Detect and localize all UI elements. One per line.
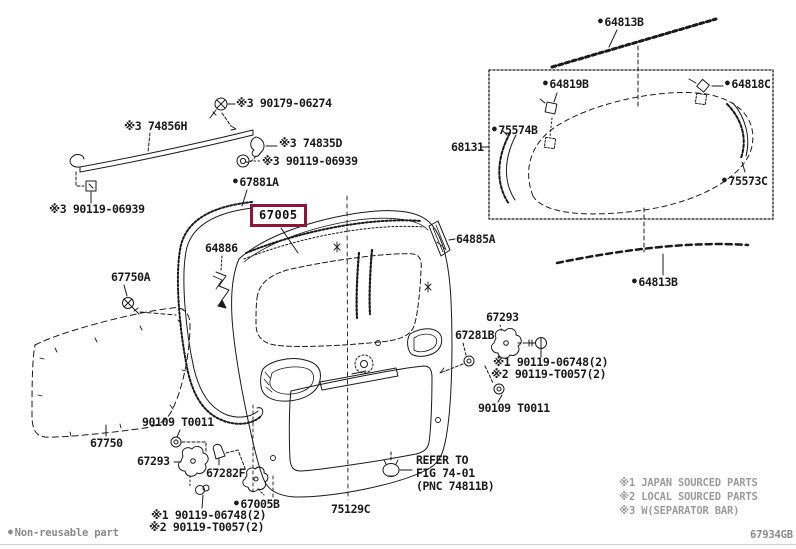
- label-64818c[interactable]: ● 64818C: [725, 77, 771, 91]
- refer-clip: [382, 451, 413, 477]
- label-64819b[interactable]: ● 64819B: [543, 77, 589, 91]
- diagram-code: 67934GB: [750, 529, 793, 541]
- label-90109-t0011-left[interactable]: 90109 T0011: [142, 415, 214, 429]
- label-68131[interactable]: 68131: [451, 140, 484, 154]
- back-door-glass-67750: [31, 284, 191, 438]
- label-75573c[interactable]: ● 75573C: [722, 174, 768, 188]
- label-90109-t0011-right[interactable]: 90109 T0011: [478, 401, 550, 415]
- legend-japan-sourced: ※1 JAPAN SOURCED PARTS: [619, 477, 758, 489]
- rear-window-assembly: [428, 17, 774, 276]
- non-reusable-dot: ●: [233, 176, 238, 185]
- label-64813b-bottom[interactable]: ● 64813B: [632, 275, 678, 289]
- label-note1-left: ※1 90119-06748(2): [151, 508, 267, 522]
- footer-divider: [0, 544, 796, 545]
- tailgate-panel: [231, 195, 453, 501]
- refer-note: REFER TO FIG 74-01 (PNC 74811B): [416, 453, 495, 493]
- non-reusable-dot: ●: [632, 276, 637, 285]
- non-reusable-dot: ●: [492, 124, 497, 133]
- label-67750[interactable]: 67750: [90, 436, 123, 450]
- label-67293-left[interactable]: 67293: [137, 454, 170, 468]
- hinge-cluster-left: [170, 429, 269, 509]
- label-64886[interactable]: 64886: [205, 241, 238, 255]
- non-reusable-dot: ●: [234, 498, 239, 507]
- legend-separator-bar: ※3 W(SEPARATOR BAR): [619, 505, 740, 517]
- label-67282f[interactable]: 67282F: [206, 466, 246, 480]
- non-reusable-dot: ●: [725, 78, 730, 87]
- selected-part-67005[interactable]: 67005: [250, 204, 307, 227]
- wiper-arm-assembly: [69, 97, 278, 204]
- label-64813b-top[interactable]: ● 64813B: [598, 15, 644, 29]
- label-67881a[interactable]: ● 67881A: [233, 175, 279, 189]
- label-67293-right[interactable]: 67293: [486, 310, 519, 324]
- non-reusable-dot: ●: [543, 78, 548, 87]
- non-reusable-legend: ● Non-reusable part: [8, 527, 119, 539]
- legend-local-sourced: ※2 LOCAL SOURCED PARTS: [619, 491, 758, 503]
- label-74835d[interactable]: ※3 74835D: [279, 136, 342, 150]
- label-74856h[interactable]: ※3 74856H: [124, 119, 187, 133]
- weatherstrip-67881a: [176, 189, 264, 425]
- label-75574b[interactable]: ● 75574B: [492, 123, 538, 137]
- non-reusable-dot: ●: [598, 16, 603, 25]
- hinge-cluster-right: [439, 324, 547, 403]
- non-reusable-dot: ●: [8, 527, 13, 536]
- label-note2-right: ※2 90119-T0057(2): [491, 367, 607, 381]
- non-reusable-dot: ●: [722, 175, 727, 184]
- bracket-64886: [212, 255, 230, 309]
- label-67005b[interactable]: ● 67005B: [234, 497, 280, 511]
- label-90179-06274[interactable]: ※3 90179-06274: [236, 96, 332, 110]
- label-note2-left: ※2 90119-T0057(2): [149, 520, 265, 534]
- label-note1-right: ※1 90119-06748(2): [493, 355, 609, 369]
- label-64885a[interactable]: 64885A: [456, 232, 496, 246]
- label-90119-06939-right[interactable]: ※3 90119-06939: [262, 154, 358, 168]
- label-67281b[interactable]: 67281B: [455, 328, 495, 342]
- label-90119-06939-left[interactable]: ※3 90119-06939: [49, 202, 145, 216]
- label-75129c[interactable]: 75129C: [331, 502, 371, 516]
- label-67750a[interactable]: 67750A: [111, 270, 151, 284]
